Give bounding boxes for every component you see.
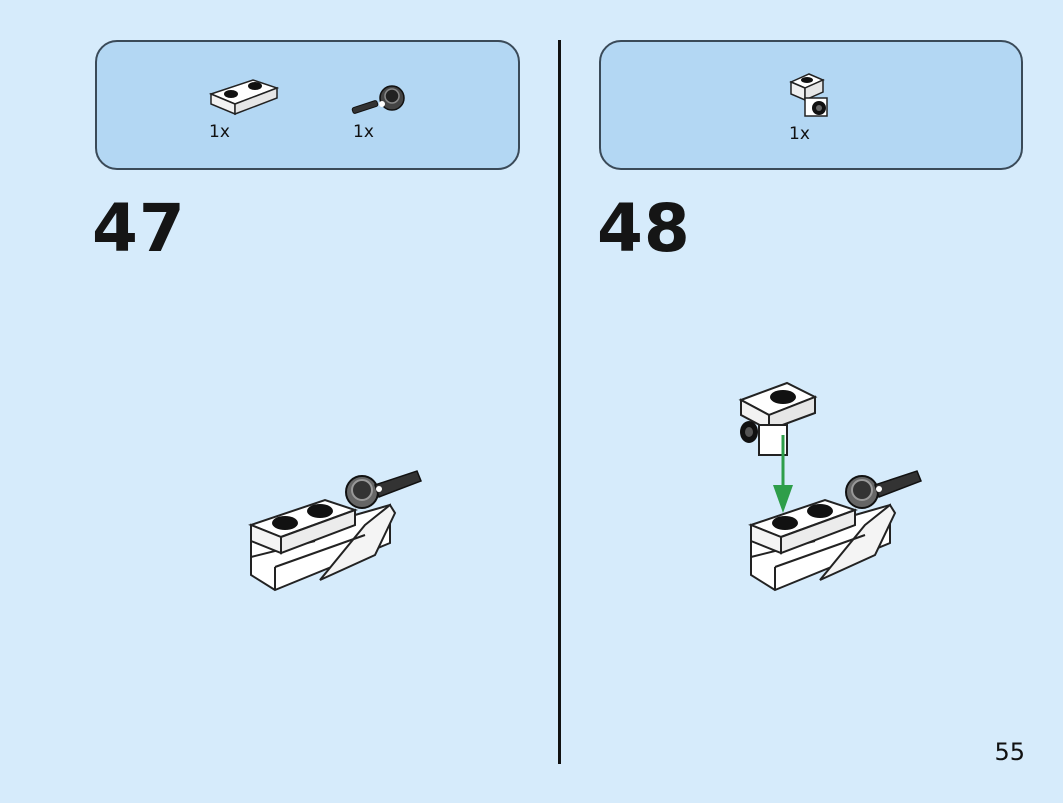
page-number: 55	[994, 738, 1025, 766]
bracket-1x1-white-icon	[789, 73, 828, 117]
part-qty: 1x	[209, 122, 230, 142]
step-number: 48	[597, 190, 691, 267]
part-qty: 1x	[353, 122, 374, 142]
step-47-assembly-illustration	[248, 470, 422, 592]
parts-list-step-48: 1x	[599, 40, 1023, 170]
page-divider	[558, 40, 561, 764]
step-48-assembly-illustration	[738, 381, 922, 592]
part-qty: 1x	[789, 124, 810, 144]
parts-list-step-47: 1x 1x	[95, 40, 520, 170]
plate-1x2-white-icon	[208, 79, 280, 116]
plate-1x1-clip-dark-icon	[351, 85, 405, 114]
step-number: 47	[92, 190, 186, 267]
